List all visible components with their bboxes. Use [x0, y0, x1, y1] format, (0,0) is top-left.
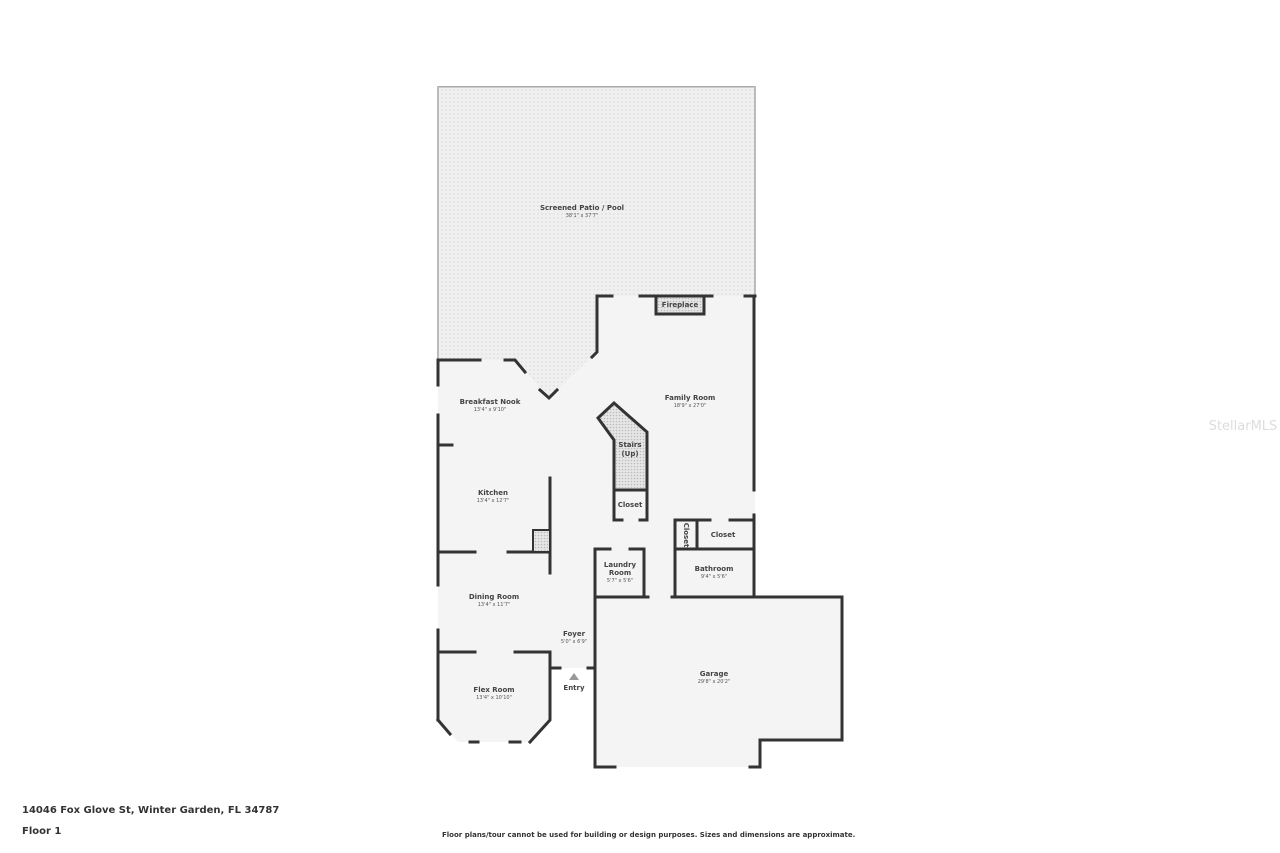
room-label-foyer: Foyer [563, 630, 586, 638]
disclaimer: Floor plans/tour cannot be used for buil… [442, 831, 856, 839]
room-label-dining: Dining Room [469, 593, 519, 601]
room-dim-dining: 13'4" x 11'7" [478, 602, 511, 608]
entry-arrow-icon [569, 673, 579, 680]
room-dim-family: 18'9" x 27'0" [674, 403, 707, 409]
room-dim-foyer: 5'0" x 6'9" [561, 639, 587, 645]
room-dim-kitchen: 13'4" x 12'7" [477, 498, 510, 504]
room-label-garage: Garage [700, 670, 729, 678]
floor-label: Floor 1 [22, 826, 62, 837]
room-sub-stairs: (Up) [621, 450, 638, 458]
house-interior [438, 296, 842, 767]
room-dim-patio: 38'1" x 37'7" [566, 213, 599, 219]
entry-label: Entry [563, 684, 585, 692]
fireplace [654, 294, 706, 316]
watermark: StellarMLS [1209, 419, 1278, 434]
room-sub-laundry: Room [609, 569, 631, 577]
room-label-fireplace: Fireplace [662, 301, 699, 309]
room-label-closet: Closet [682, 523, 690, 548]
walls [435, 294, 844, 769]
room-dim-nook: 13'4" x 9'10" [474, 407, 507, 413]
room-label-closet: Closet [711, 531, 736, 539]
column [532, 529, 551, 553]
room-label-kitchen: Kitchen [478, 489, 508, 497]
room-dim-garage: 29'8" x 20'2" [698, 679, 731, 685]
room-label-nook: Breakfast Nook [460, 398, 521, 406]
patio-area [438, 86, 755, 398]
room-dim-bathroom: 9'4" x 5'6" [701, 574, 727, 580]
room-label-patio: Screened Patio / Pool [540, 204, 624, 212]
room-label-closet: Closet [618, 501, 643, 509]
room-dim-flex: 13'4" x 10'10" [476, 695, 512, 701]
room-label-bathroom: Bathroom [695, 565, 734, 573]
room-label-laundry: Laundry [604, 561, 637, 569]
room-dim-laundry: 5'7" x 5'6" [607, 578, 633, 584]
room-label-stairs: Stairs [618, 441, 641, 449]
room-label-family: Family Room [665, 394, 716, 402]
room-label-flex: Flex Room [473, 686, 514, 694]
address: 14046 Fox Glove St, Winter Garden, FL 34… [22, 805, 280, 816]
patio-screen-walls [437, 86, 756, 360]
